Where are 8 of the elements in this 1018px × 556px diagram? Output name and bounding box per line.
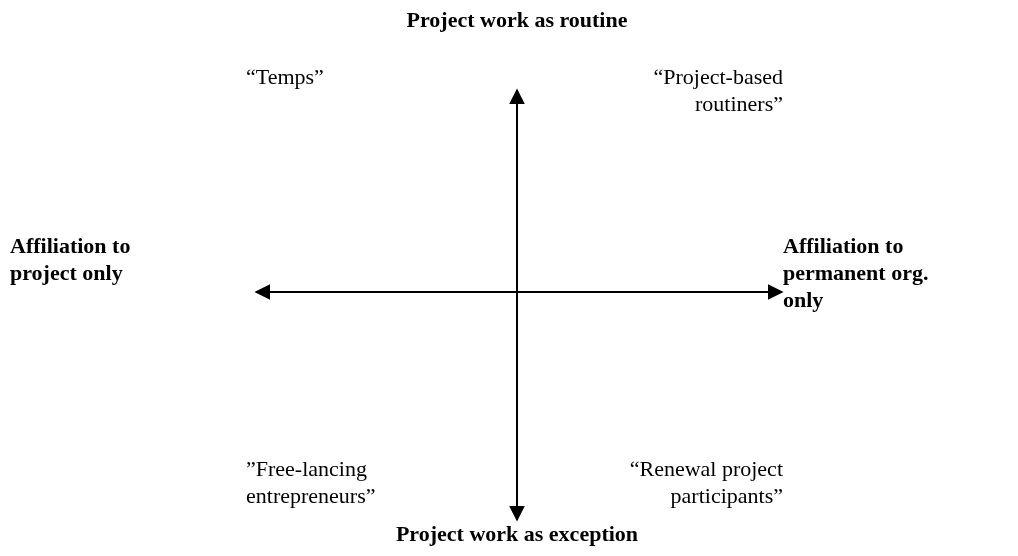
- axis-label: Affiliation to permanent org. only: [783, 232, 930, 313]
- axis-label: Project work as exception: [394, 520, 640, 547]
- quadrant-label: ”Free-lancing entrepreneurs”: [246, 455, 377, 509]
- quadrant-label: “Temps”: [246, 63, 325, 90]
- quadrant-label: “Project-based routiners”: [652, 63, 783, 117]
- axis-label: Project work as routine: [405, 6, 629, 33]
- axis-label: Affiliation to project only: [10, 232, 132, 286]
- quadrant-label: “Renewal project participants”: [628, 455, 783, 509]
